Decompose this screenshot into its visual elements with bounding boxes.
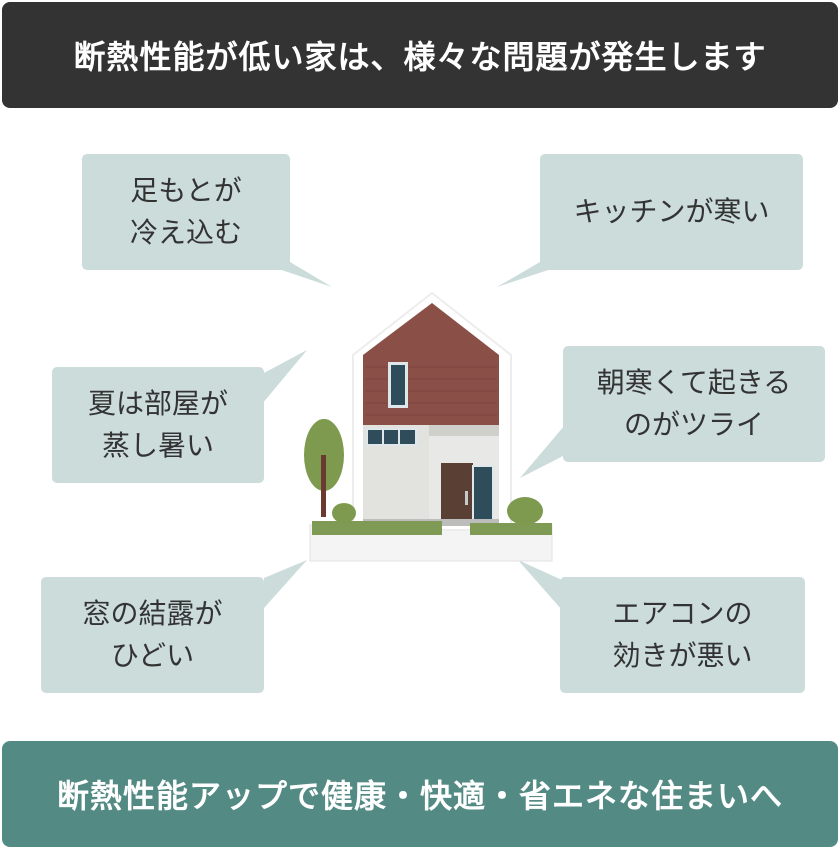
house-icon [304,291,553,562]
header-title: 断熱性能が低い家は、様々な問題が発生します [73,38,767,76]
footer-banner: 断熱性能アップで健康・快適・省エネな住まいへ [2,741,838,847]
bubble-ac-weak-text: エアコンの 効きが悪い [612,597,753,672]
bubble-condensation-text: 窓の結露が ひどい [82,597,223,672]
bubble-summer-hot-text: 夏は部屋が 蒸し暑い [87,387,228,462]
header-banner: 断熱性能が低い家は、様々な問題が発生します [2,2,838,108]
bubble-tail-condensation [264,560,307,608]
bubble-cold-feet: 足もとが 冷え込む [82,154,290,270]
bubble-kitchen-cold: キッチンが寒い [540,154,803,270]
footer-message: 断熱性能アップで健康・快適・省エネな住まいへ [56,777,783,815]
bubble-ac-weak: エアコンの 効きが悪い [560,577,805,693]
bubble-kitchen-cold-text: キッチンが寒い [573,195,770,228]
bubble-tail-ac [518,560,562,610]
bubble-summer-hot: 夏は部屋が 蒸し暑い [52,367,264,483]
bubble-condensation: 窓の結露が ひどい [41,577,264,693]
bubble-morning-hard: 朝寒くて起きる のがツライ [563,346,825,462]
bubble-cold-feet-text: 足もとが 冷え込む [129,174,242,249]
bubble-morning-hard-text: 朝寒くて起きる のがツライ [596,366,792,441]
